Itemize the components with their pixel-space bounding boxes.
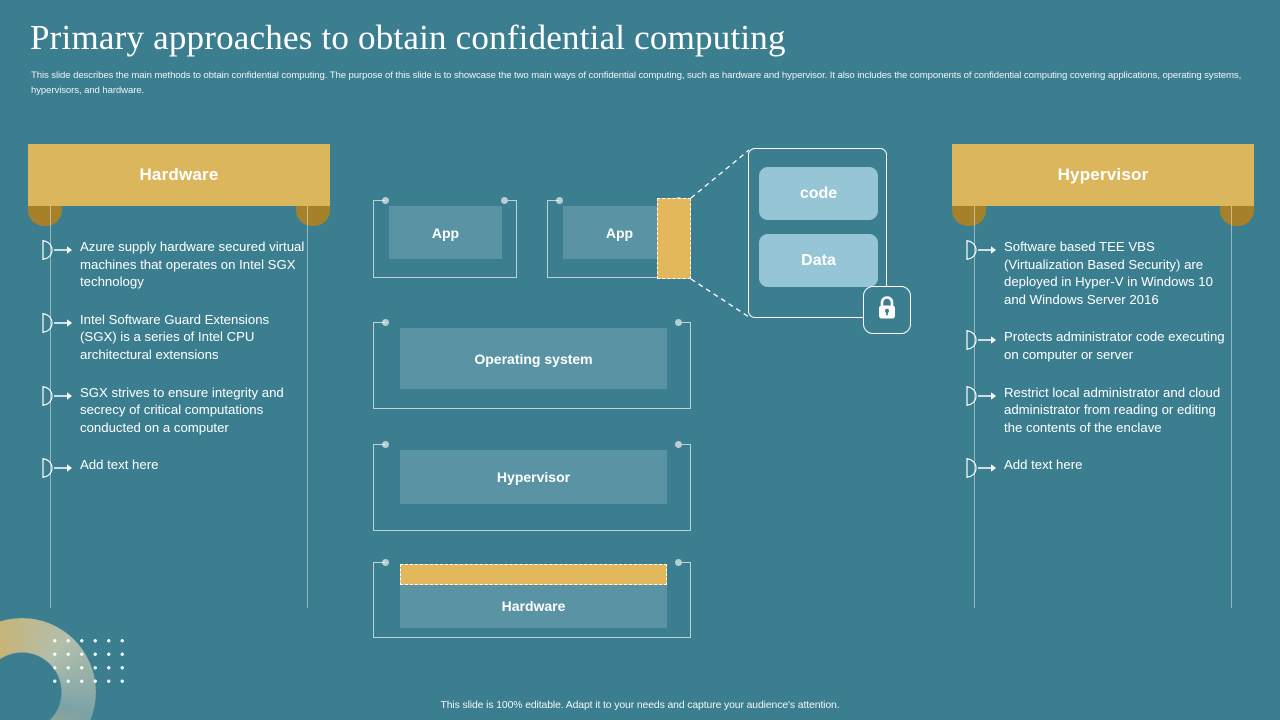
bracket-top-right-segment: [679, 322, 690, 323]
arc-arrow-icon: [42, 312, 76, 334]
enclave-code-box[interactable]: code: [759, 167, 878, 220]
hardware-bracket: [373, 558, 691, 638]
list-item[interactable]: SGX strives to ensure integrity and secr…: [28, 384, 330, 437]
hypervisor-bullet-list: Software based TEE VBS (Virtualization B…: [952, 206, 1254, 480]
app-left-label: App: [431, 224, 460, 241]
enclave-code-label: code: [799, 184, 838, 202]
list-item-label: Azure supply hardware secured virtual ma…: [80, 239, 305, 290]
footer-note: This slide is 100% editable. Adapt it to…: [440, 700, 840, 711]
hardware-banner-label: Hardware: [139, 165, 219, 184]
bracket-top-left-segment: [374, 200, 385, 201]
enclave-data-box[interactable]: Data: [759, 234, 878, 287]
list-item-label: Protects administrator code executing on…: [1004, 329, 1225, 362]
list-item-label: SGX strives to ensure integrity and secr…: [80, 384, 284, 435]
operating-system-bracket: [373, 318, 691, 409]
list-item[interactable]: Azure supply hardware secured virtual ma…: [28, 238, 330, 291]
bracket-top-left-segment: [374, 322, 385, 323]
arc-arrow-icon: [966, 329, 1000, 351]
banner-fold-left: [952, 204, 986, 226]
bracket-top-right-segment: [505, 200, 516, 201]
app-right-label: App: [605, 224, 634, 241]
hypervisor-bracket: [373, 440, 691, 531]
bracket-top-right-segment: [679, 444, 690, 445]
bracket-top-right-segment: [679, 562, 690, 563]
operating-system-block[interactable]: Operating system: [400, 328, 667, 389]
arc-arrow-icon: [42, 239, 76, 261]
list-item[interactable]: Add text here: [952, 456, 1254, 480]
list-item-label: Intel Software Guard Extensions (SGX) is…: [80, 311, 270, 362]
hypervisor-panel: Hypervisor Software based TEE VBS (Virtu…: [952, 144, 1254, 608]
page-subtitle: This slide describes the main methods to…: [31, 70, 1242, 96]
hardware-banner[interactable]: Hardware: [28, 144, 330, 206]
app-left-block[interactable]: App: [389, 206, 502, 259]
arc-arrow-icon: [966, 385, 1000, 407]
hypervisor-banner-label: Hypervisor: [1057, 165, 1149, 184]
lock-icon: [875, 295, 899, 326]
bracket-top-left-segment: [548, 200, 559, 201]
banner-fold-right: [1220, 204, 1254, 226]
hypervisor-block-label: Hypervisor: [496, 469, 571, 485]
list-item[interactable]: Intel Software Guard Extensions (SGX) is…: [28, 311, 330, 364]
app-left-bracket: [373, 196, 517, 278]
lock-badge[interactable]: [863, 286, 911, 334]
arc-arrow-icon: [42, 385, 76, 407]
list-item-label: Add text here: [80, 457, 159, 473]
app-enclave-strip[interactable]: [657, 198, 691, 279]
arc-arrow-icon: [966, 457, 1000, 479]
hardware-enclave-strip[interactable]: [400, 564, 667, 585]
list-item[interactable]: Software based TEE VBS (Virtualization B…: [952, 238, 1254, 308]
list-item-label: Add text here: [1004, 457, 1083, 473]
banner-fold-left: [28, 204, 62, 226]
list-item[interactable]: Restrict local administrator and cloud a…: [952, 384, 1254, 437]
bracket-top-left-segment: [374, 562, 385, 563]
hypervisor-banner[interactable]: Hypervisor: [952, 144, 1254, 206]
hardware-block-label: Hardware: [501, 598, 566, 614]
hypervisor-block[interactable]: Hypervisor: [400, 450, 667, 504]
arc-arrow-icon: [966, 239, 1000, 261]
decorative-dot-grid: [46, 632, 128, 692]
enclave-data-label: Data: [801, 251, 836, 269]
hardware-bullet-list: Azure supply hardware secured virtual ma…: [28, 206, 330, 480]
list-item[interactable]: Protects administrator code executing on…: [952, 328, 1254, 363]
banner-fold-right: [296, 204, 330, 226]
operating-system-label: Operating system: [474, 350, 593, 367]
list-item[interactable]: Add text here: [28, 456, 330, 480]
arc-arrow-icon: [42, 457, 76, 479]
list-item-label: Software based TEE VBS (Virtualization B…: [1004, 239, 1213, 307]
bracket-top-left-segment: [374, 444, 385, 445]
hardware-panel: Hardware Azure supply hardware secured v…: [28, 144, 330, 608]
list-item-label: Restrict local administrator and cloud a…: [1004, 384, 1221, 435]
enclave-detail-panel: code Data: [748, 148, 887, 318]
page-title: Primary approaches to obtain confidentia…: [30, 18, 786, 57]
